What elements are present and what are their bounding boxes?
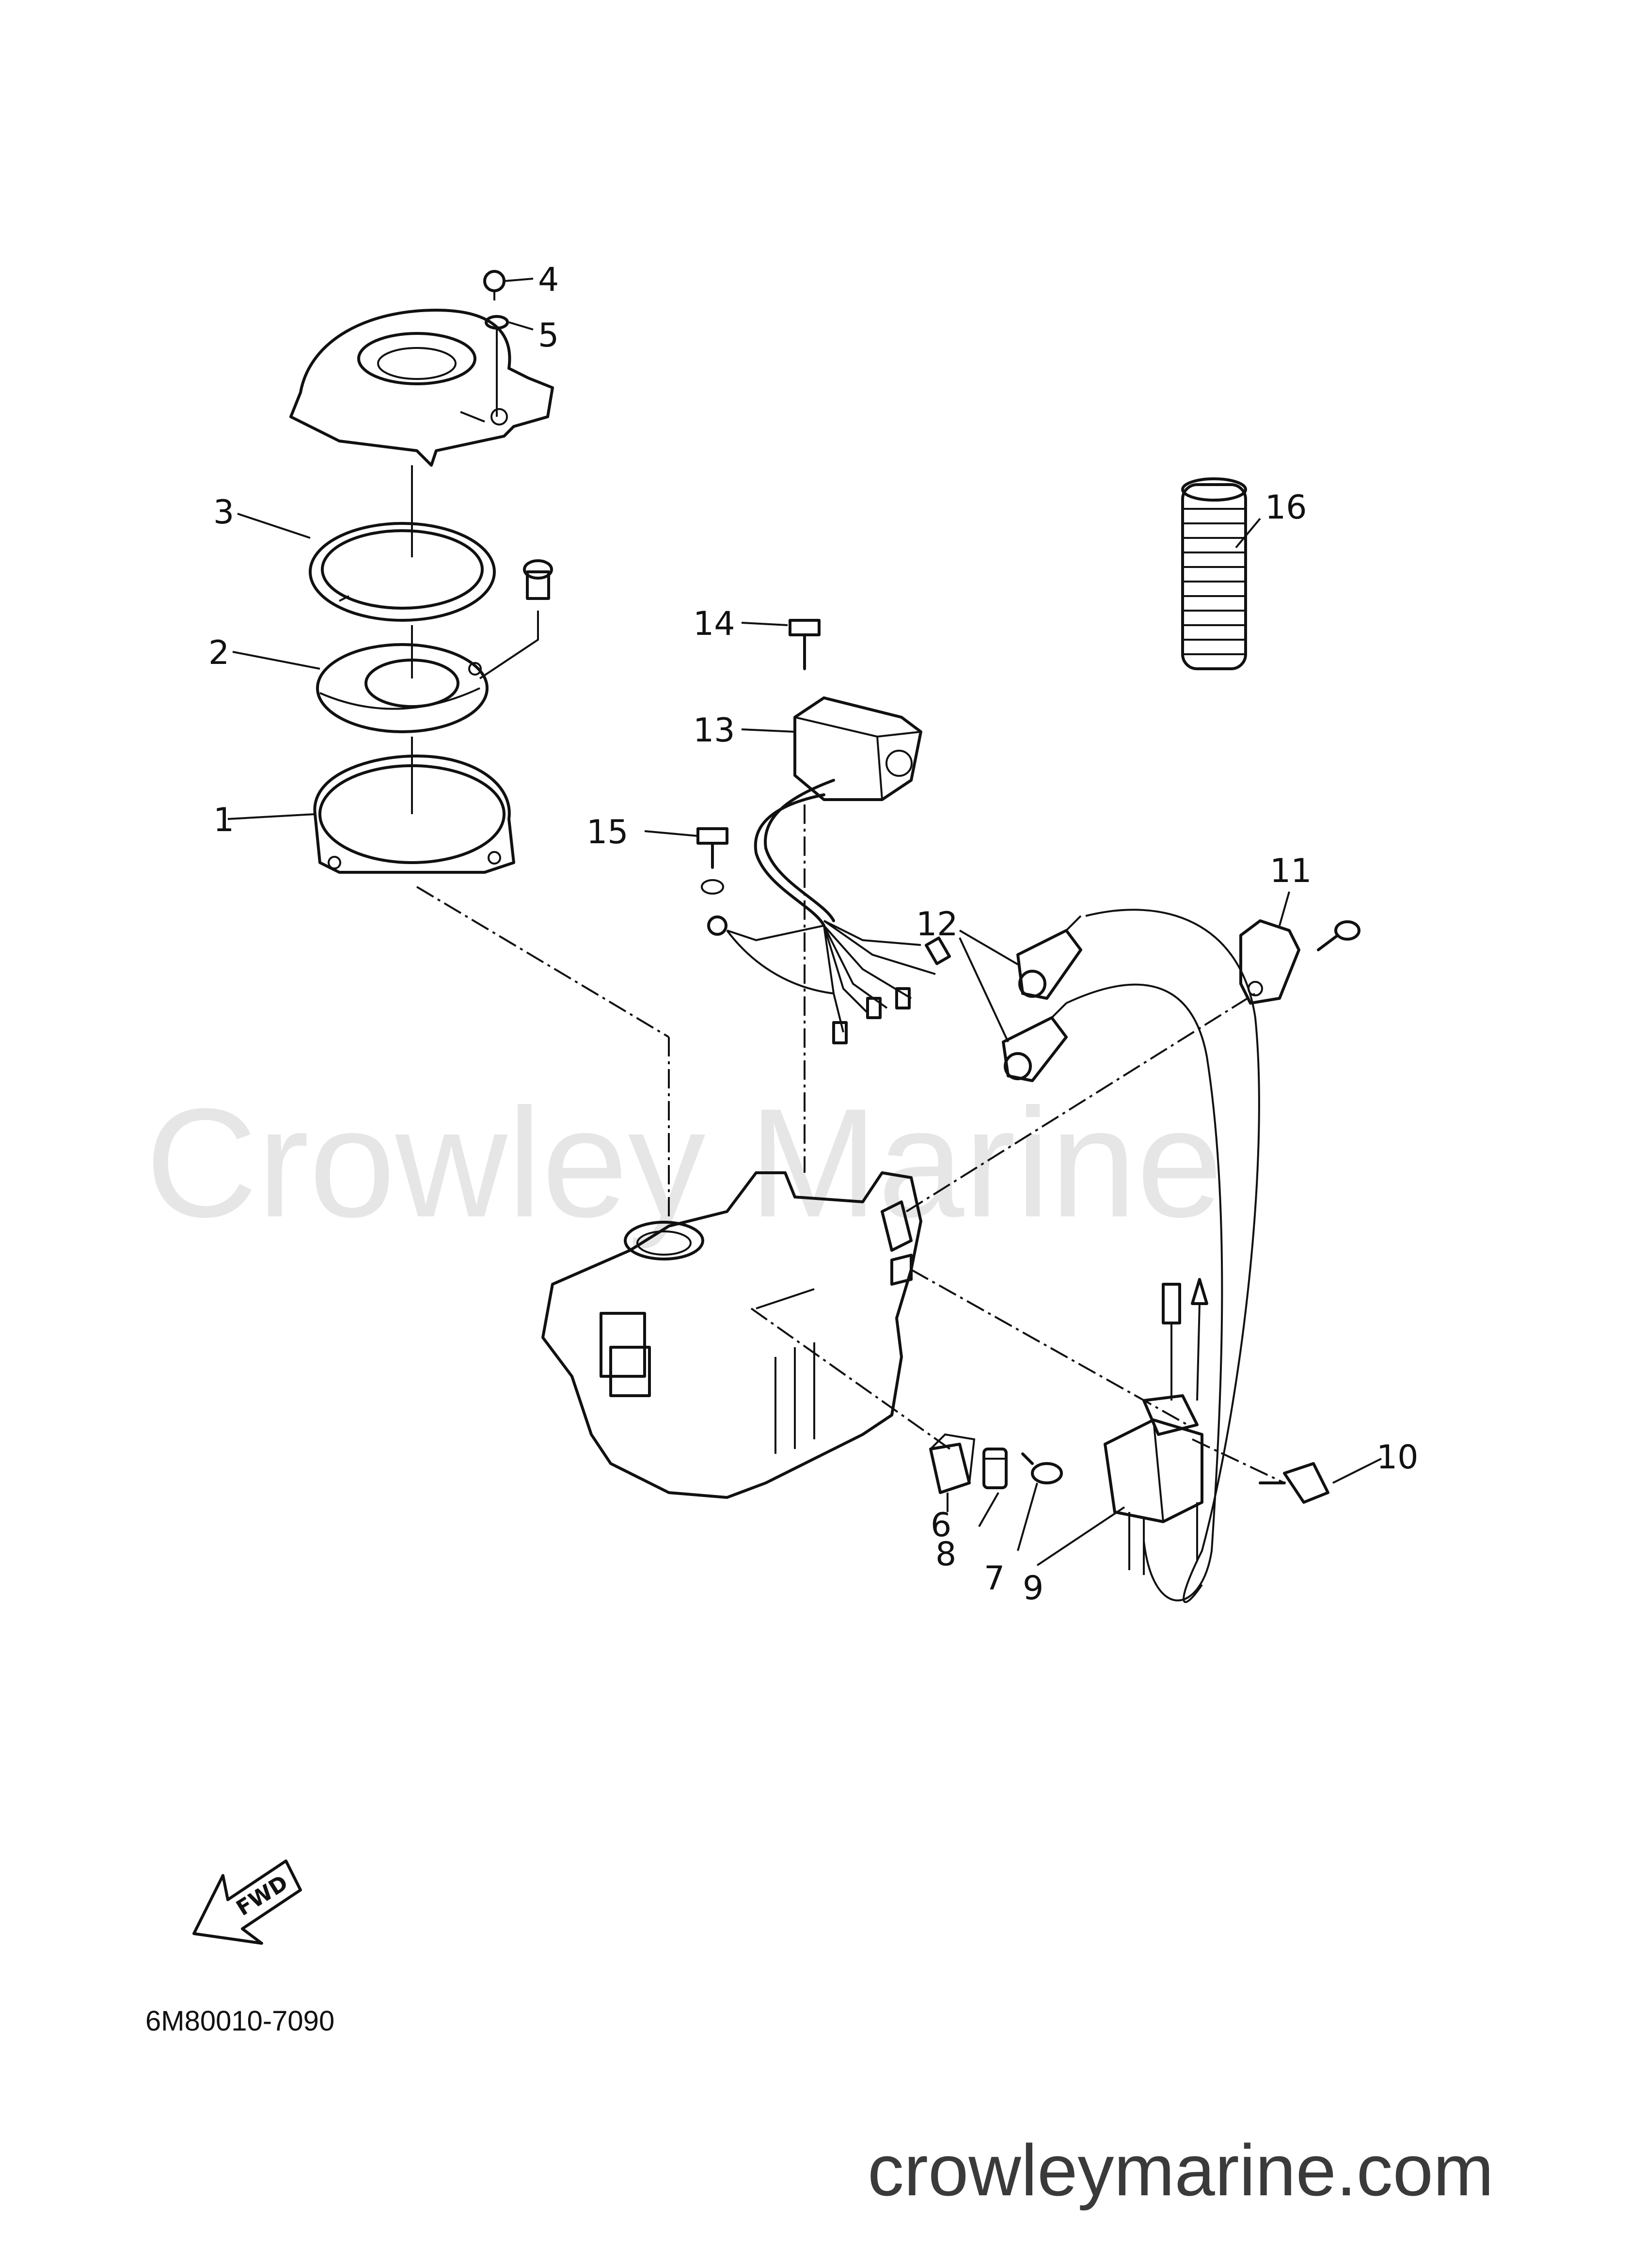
callout-11: 11 (1270, 852, 1312, 890)
bolt-part-15 (696, 827, 728, 895)
callout-7: 7 (984, 1559, 1005, 1598)
spacer-part-8 (982, 1448, 1008, 1489)
callout-10: 10 (1376, 1438, 1419, 1477)
leader-lines (227, 278, 1382, 1566)
engine-block (541, 1171, 922, 1499)
cdi-wire-harness (707, 915, 951, 1044)
callout-9: 9 (1023, 1569, 1043, 1607)
callout-15: 15 (586, 813, 629, 851)
fwd-arrow-icon (192, 1859, 302, 1945)
corrugated-tube-part-16 (1181, 477, 1247, 670)
callout-6: 6 (931, 1506, 951, 1544)
callout-12: 12 (916, 905, 958, 944)
callout-3: 3 (213, 493, 234, 532)
pulser-coil-part-6 (929, 1433, 976, 1494)
callout-5: 5 (538, 316, 559, 355)
plug-cap-part-12 (1002, 915, 1082, 1082)
cdi-unit-part-13 (754, 696, 922, 927)
diagram-code: 6M80010-7090 (145, 2005, 334, 2037)
callout-14: 14 (693, 605, 735, 643)
washer-part-5 (485, 315, 509, 330)
ignition-coil-part-9 (1104, 1278, 1208, 1575)
gasket-part-1 (313, 755, 515, 874)
bolt-part-14 (789, 619, 821, 670)
pin-screw-part (523, 559, 553, 600)
callout-13: 13 (693, 711, 735, 750)
callout-1: 1 (213, 801, 234, 839)
footer-url: crowleymarine.com (868, 2129, 1494, 2211)
flywheel-cover-part (289, 309, 554, 467)
bolt-part-10 (1259, 1462, 1329, 1504)
small-screw-part-4 (483, 270, 506, 300)
base-plate-part-2 (316, 643, 489, 733)
callout-2: 2 (208, 634, 229, 672)
stator-ring-part-3 (309, 522, 496, 622)
callout-4: 4 (538, 261, 559, 299)
bolt-part-7 (1021, 1452, 1063, 1484)
callout-8: 8 (935, 1535, 956, 1574)
clamp-part-11 (1239, 919, 1360, 1005)
callout-16: 16 (1265, 488, 1307, 527)
